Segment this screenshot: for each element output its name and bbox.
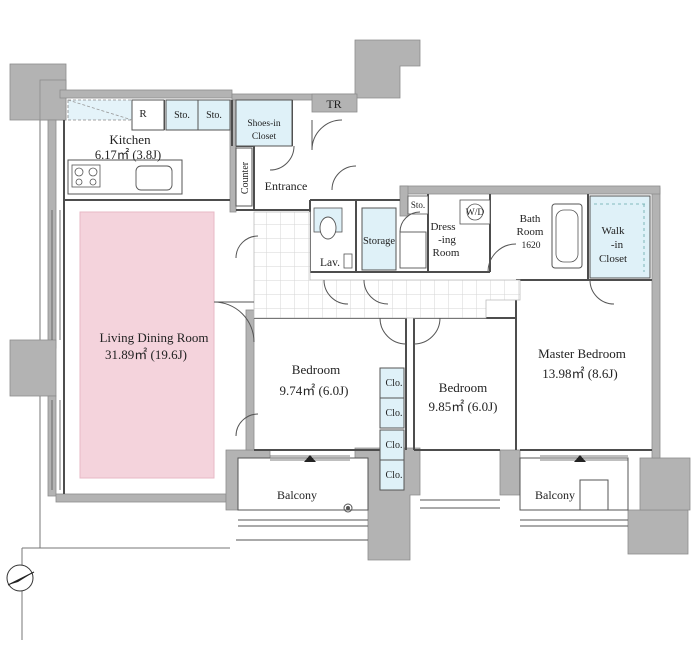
lav-label: Lav. [320,257,340,269]
dressing-label-1: Dress [430,221,455,233]
exterior-walls [9,39,691,561]
sto-label-3: Sto. [411,200,425,210]
room-label-sto-2: Sto. [206,110,222,121]
walkin-label-1: Walk [602,225,625,237]
bedroom-1-name: Bedroom [292,362,340,377]
balconies [236,457,629,541]
room-label-shoes-closet-2: Closet [252,132,277,142]
storage-label: Storage [363,236,395,247]
clo-label-2: Clo. [386,408,403,419]
kitchen-storage-block [67,99,293,147]
window-marker-left [304,455,316,462]
bedroom-closets [379,367,405,491]
master-bedroom-name: Master Bedroom [538,346,626,361]
kitchen-name: Kitchen [109,132,151,147]
kitchen-counter [67,159,183,195]
balcony-right-label: Balcony [535,488,575,502]
wet-area-fixtures [313,195,651,279]
kitchen-area: 6.17㎡ (3.8J) [95,148,161,162]
walkin-label-3: Closet [599,253,627,265]
living-area: 31.89㎡ (19.6J) [105,347,187,362]
clo-label-4: Clo. [386,470,403,481]
room-label-shoes-closet-1: Shoes-in [247,119,281,129]
clo-label-1: Clo. [386,378,403,389]
counter-label: Counter [240,161,251,194]
master-bedroom-area: 13.98㎡ (8.6J) [542,366,617,381]
window-marker-right [574,455,586,462]
clo-label-3: Clo. [386,440,403,451]
wd-label: W/D [466,208,485,218]
entrance-label: Entrance [265,179,308,193]
bedroom-2-area: 9.85㎡ (6.0J) [429,399,498,414]
balcony-left-label: Balcony [277,488,317,502]
walkin-label-2: -in [611,239,624,251]
north-arrow-icon [6,564,35,592]
room-label-sto-1: Sto. [174,110,190,121]
dressing-label-2: -ing [438,234,456,246]
bath-label-3: 1620 [522,241,541,251]
dressing-label-3: Room [433,247,460,259]
entrance-counter [235,147,253,207]
bedroom-1-area: 9.74㎡ (6.0J) [280,383,349,398]
door-swings [213,119,615,437]
living-name: Living Dining Room [99,330,208,345]
bedroom-2-name: Bedroom [439,380,487,395]
room-label-r: R [139,108,147,120]
hallway-tiles [253,211,521,319]
bath-label-1: Bath [520,213,541,225]
room-label-tr: TR [326,97,341,111]
living-room-highlight [79,211,215,479]
bath-label-2: Room [517,226,544,238]
